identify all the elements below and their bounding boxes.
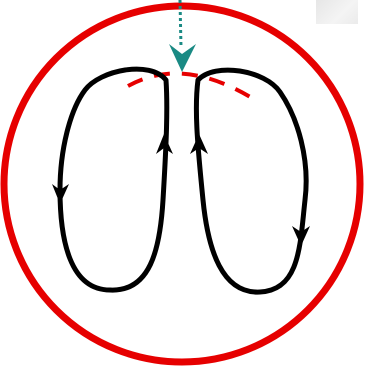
right-loop [196,70,306,292]
inflow-arrow [169,0,196,72]
dashed-arc [128,74,252,99]
left-loop [60,69,167,290]
